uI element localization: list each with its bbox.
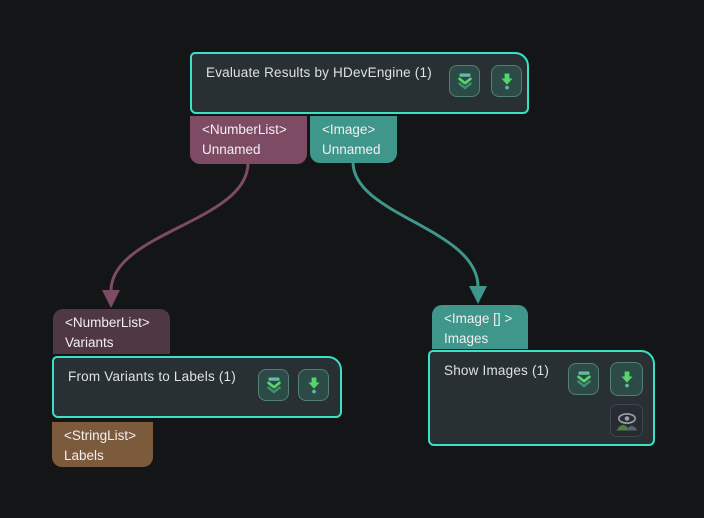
- node-title: Evaluate Results by HDevEngine (1): [206, 65, 432, 80]
- run-until-here-button[interactable]: [491, 65, 522, 97]
- node-title: From Variants to Labels (1): [68, 369, 236, 384]
- input-port-numberlist-variants[interactable]: <NumberList> Variants: [53, 309, 170, 354]
- connection-numberlist-arrowhead: [102, 290, 120, 308]
- eye-image-icon: [616, 412, 637, 430]
- run-until-here-button[interactable]: [298, 369, 329, 401]
- port-type-label: <NumberList>: [65, 315, 150, 330]
- arrow-down-icon: [500, 73, 513, 90]
- port-name-label: Variants: [65, 335, 114, 350]
- double-chevron-down-icon: [576, 371, 591, 388]
- node-evaluate-results[interactable]: Evaluate Results by HDevEngine (1): [190, 52, 529, 114]
- double-chevron-down-icon: [266, 377, 281, 394]
- connection-image-arrowhead: [469, 286, 487, 304]
- arrow-down-icon: [620, 371, 633, 388]
- arrow-down-icon: [307, 377, 320, 394]
- collapse-button[interactable]: [258, 369, 289, 401]
- port-name-label: Images: [444, 331, 489, 346]
- port-type-label: <Image [] >: [444, 311, 513, 326]
- output-port-stringlist-labels[interactable]: <StringList> Labels: [52, 422, 153, 467]
- port-name-label: Unnamed: [322, 142, 381, 157]
- port-type-label: <StringList>: [64, 428, 137, 443]
- double-chevron-down-icon: [457, 73, 472, 90]
- node-title: Show Images (1): [444, 363, 550, 378]
- run-until-here-button[interactable]: [610, 362, 643, 396]
- node-from-variants-to-labels[interactable]: From Variants to Labels (1): [52, 356, 342, 418]
- port-type-label: <NumberList>: [202, 122, 287, 137]
- node-show-images[interactable]: Show Images (1): [428, 350, 655, 446]
- collapse-button[interactable]: [568, 363, 599, 395]
- collapse-button[interactable]: [449, 65, 480, 97]
- output-port-image-unnamed[interactable]: <Image> Unnamed: [310, 116, 397, 163]
- image-preview-button[interactable]: [610, 404, 643, 437]
- output-port-numberlist-unnamed[interactable]: <NumberList> Unnamed: [190, 116, 307, 164]
- connection-image[interactable]: [351, 161, 480, 288]
- input-port-image-images[interactable]: <Image [] > Images: [432, 305, 528, 349]
- port-type-label: <Image>: [322, 122, 376, 137]
- connection-numberlist[interactable]: [109, 162, 250, 292]
- port-name-label: Unnamed: [202, 142, 261, 157]
- port-name-label: Labels: [64, 448, 104, 463]
